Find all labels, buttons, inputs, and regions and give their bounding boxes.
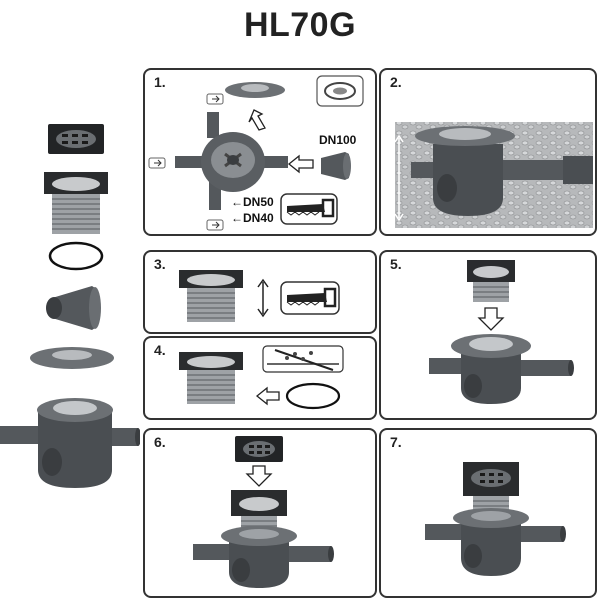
- step-number: 2.: [390, 74, 402, 90]
- step-number: 6.: [154, 434, 166, 450]
- step-6-panel: 6.: [143, 428, 377, 598]
- arrow-down-icon: [248, 109, 266, 131]
- step-number: 5.: [390, 256, 402, 272]
- arrow-down-icon: [245, 465, 273, 487]
- step-number: 3.: [154, 256, 166, 272]
- flange-part: [30, 347, 114, 369]
- saw-icon: [280, 193, 338, 225]
- step-3-panel: 3.: [143, 250, 377, 334]
- step-6-illustration: [193, 436, 334, 588]
- cut-marker-icon: [206, 93, 224, 105]
- step-1-panel: 1.: [143, 68, 377, 236]
- step-1-illustration: DN100 ←DN50 ←DN40: [148, 75, 364, 231]
- dn50-label: ←DN50: [231, 195, 274, 209]
- arrow-left-icon: [287, 154, 314, 174]
- seal-ring-part: [48, 241, 104, 271]
- grate-part: [48, 124, 104, 154]
- arrow-down-icon: [477, 307, 505, 331]
- step-5-illustration: [429, 260, 574, 404]
- cut-marker-icon: [206, 219, 224, 231]
- exploded-parts-column: [0, 124, 140, 488]
- saw-icon: [280, 281, 340, 315]
- step-7-illustration: [425, 462, 566, 576]
- arrow-left-icon: [255, 386, 280, 406]
- drain-body-part: [0, 398, 140, 488]
- step-7-panel: 7.: [379, 428, 597, 598]
- step-2-illustration: [394, 122, 593, 228]
- step-4-illustration: [179, 345, 344, 410]
- page-title: HL70G: [243, 6, 357, 44]
- frame-threaded-tube-part: [44, 172, 108, 234]
- debris-icon: [262, 345, 344, 373]
- cut-marker-icon: [148, 157, 166, 169]
- step-5-panel: 5.: [379, 250, 597, 420]
- step-number: 7.: [390, 434, 402, 450]
- step-3-illustration: [179, 270, 340, 322]
- step-2-panel: 2.: [379, 68, 597, 236]
- step-number: 1.: [154, 74, 166, 90]
- step-4-panel: 4.: [143, 336, 377, 420]
- reducer-part: [46, 286, 101, 330]
- height-adjust-icon: [257, 278, 269, 318]
- dn100-label: DN100: [319, 133, 357, 147]
- dn40-label: ←DN40: [231, 211, 274, 225]
- step-number: 4.: [154, 342, 166, 358]
- seal-ring-icon: [285, 382, 341, 410]
